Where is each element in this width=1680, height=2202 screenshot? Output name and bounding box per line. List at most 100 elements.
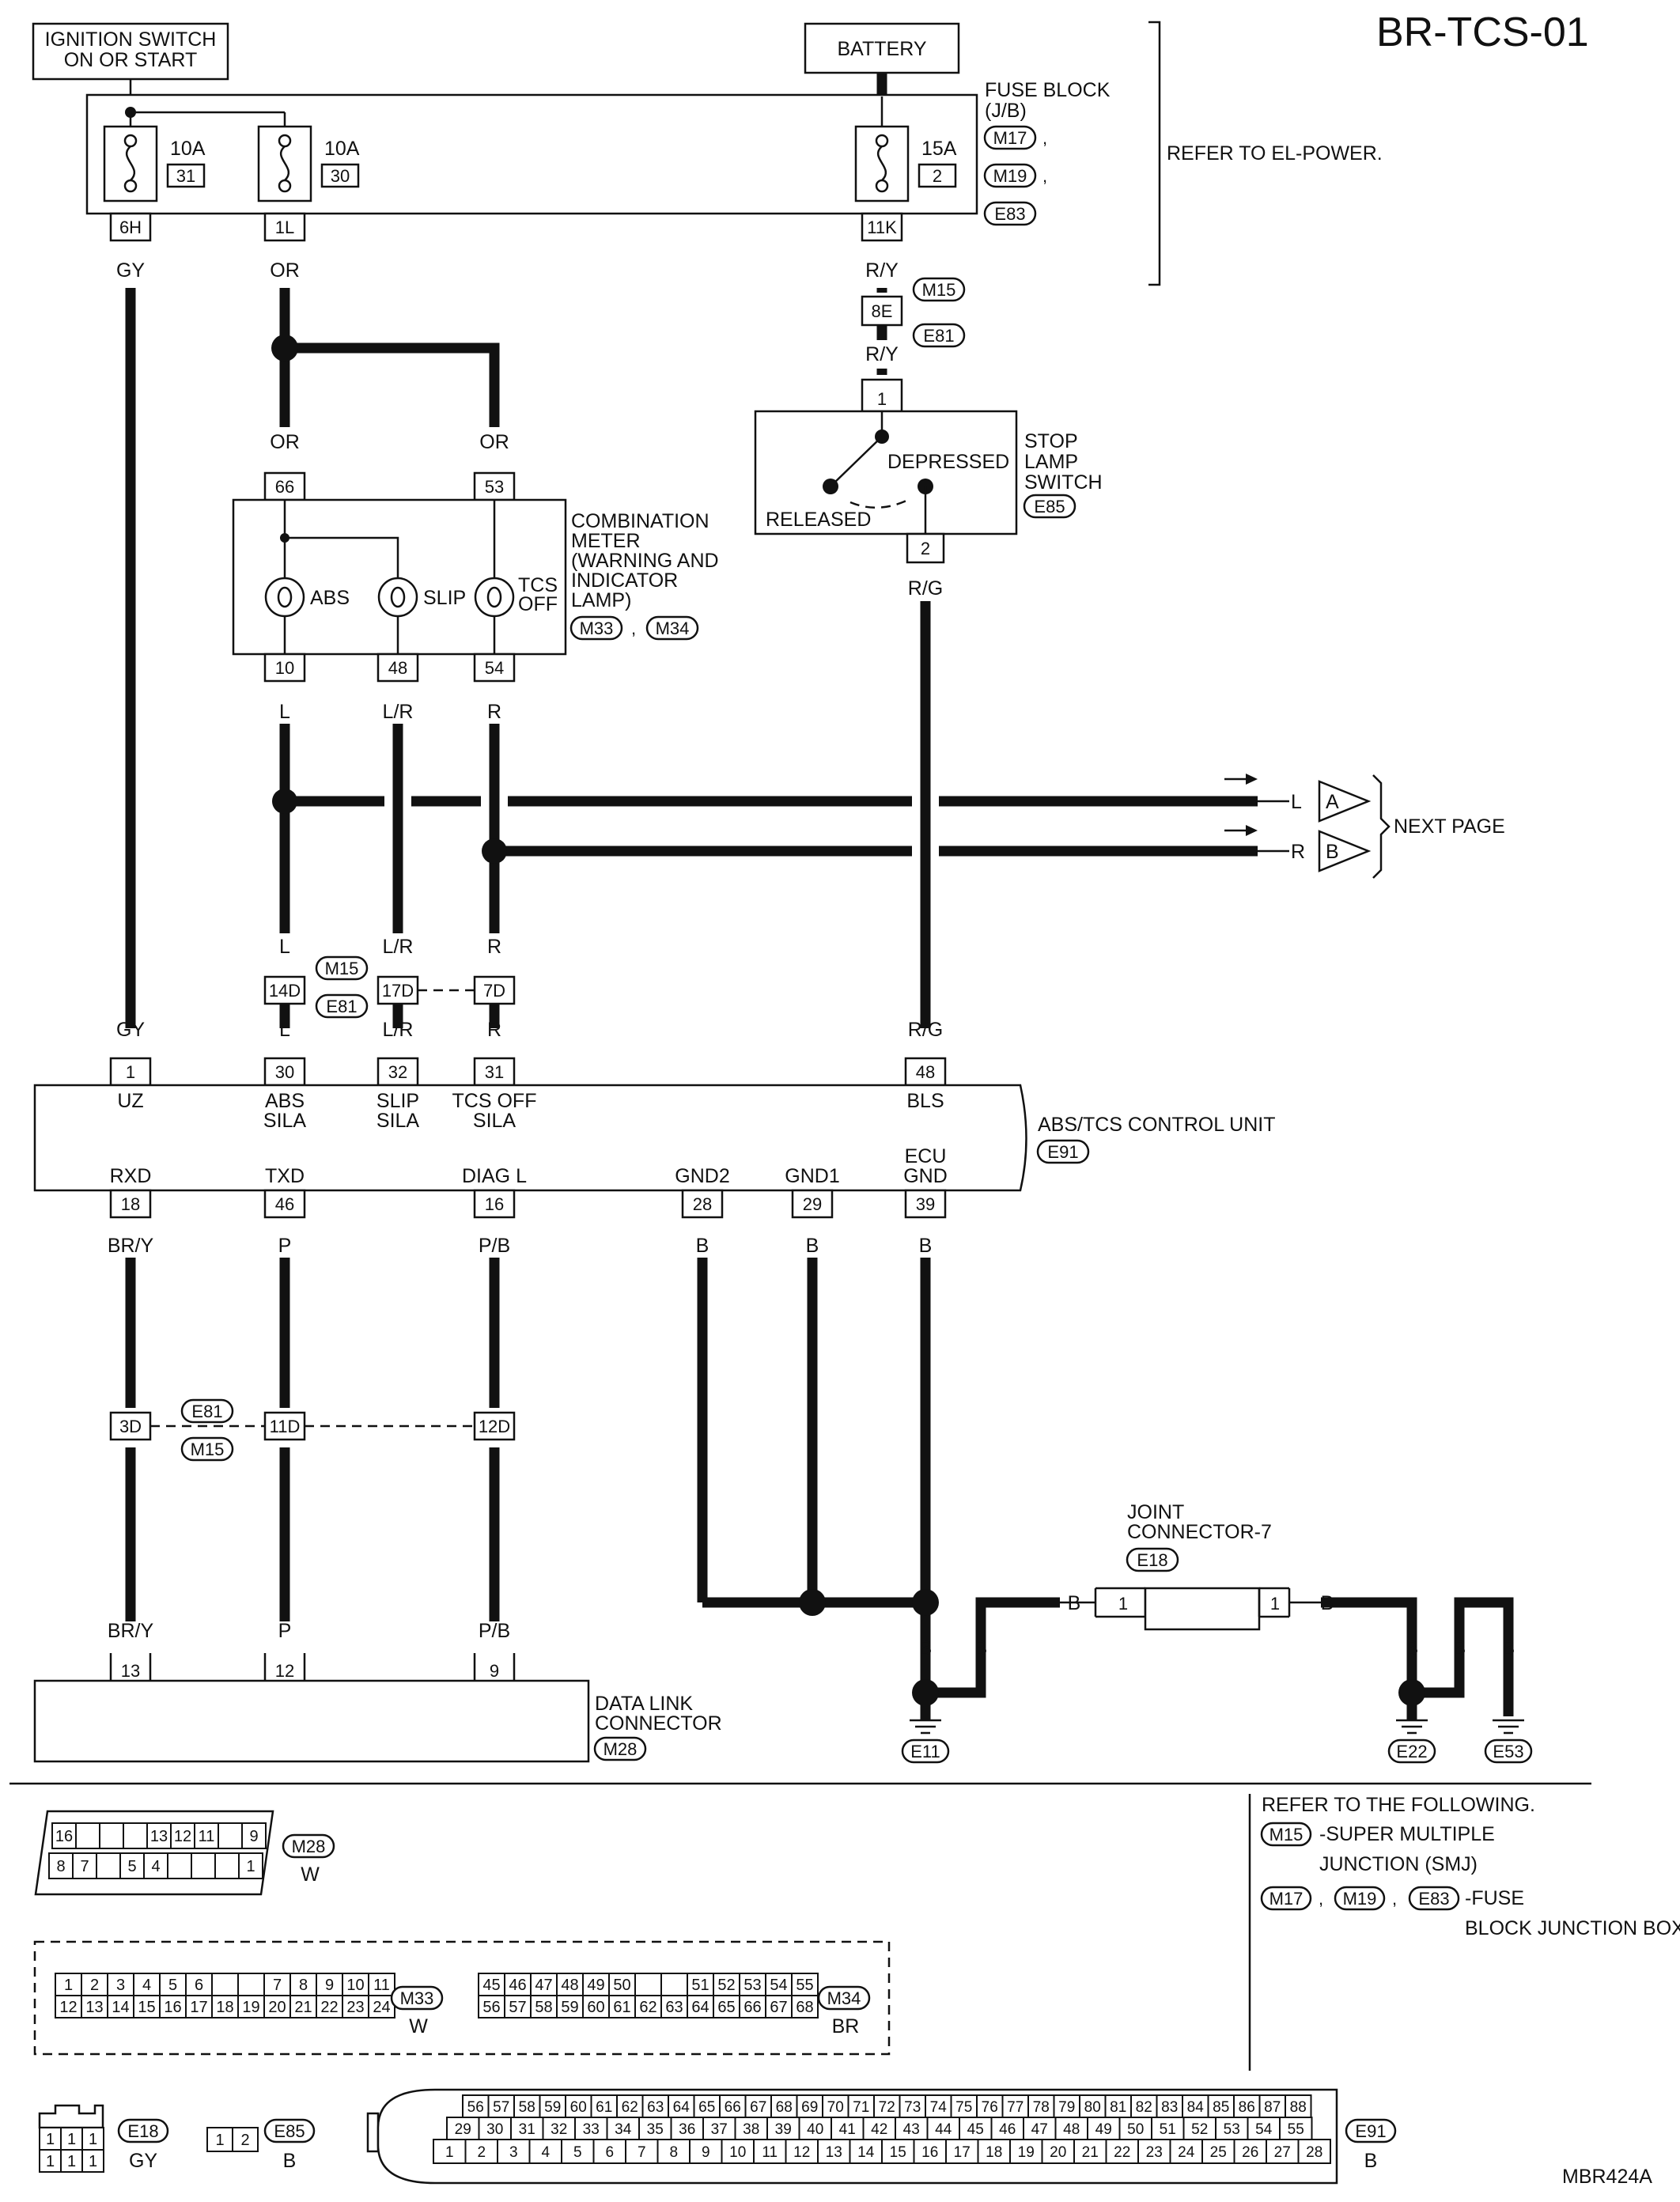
connector-cell — [592, 2139, 626, 2164]
refer-heading: REFER TO THE FOLLOWING. — [1262, 1794, 1535, 1816]
pin-number: 86 — [1239, 2099, 1255, 2116]
pin-number: 55 — [1288, 2121, 1304, 2138]
conn-ref: E81 — [923, 326, 954, 346]
pin-number: 3 — [116, 1977, 125, 1994]
connector-cell — [660, 1973, 688, 1996]
pin-number: 20 — [268, 1999, 286, 2016]
pin-number: 59 — [561, 1999, 578, 2016]
wire-color: GY — [116, 259, 145, 282]
conn-ref: E83 — [1418, 1889, 1449, 1909]
pin-number: 6 — [195, 1977, 203, 1994]
pin-number: 60 — [587, 1999, 604, 2016]
next-page-label: NEXT PAGE — [1394, 815, 1505, 838]
pin-number: 38 — [743, 2121, 759, 2138]
connector-cell — [990, 2117, 1024, 2140]
connector-cell — [241, 1822, 267, 1849]
pin-number: 78 — [1033, 2099, 1050, 2116]
pin-number: 13 — [150, 1828, 168, 1845]
connector-cell — [1201, 2139, 1235, 2164]
connector-cell — [1285, 2094, 1312, 2118]
svg-text:14D: 14D — [269, 981, 301, 1001]
svg-text:53: 53 — [485, 477, 504, 497]
connector-cell — [791, 1995, 819, 2018]
connector-cell — [232, 2127, 259, 2152]
pin-number: 1 — [64, 1977, 73, 1994]
svg-text:16: 16 — [485, 1194, 504, 1214]
pin-number: 77 — [1007, 2099, 1024, 2116]
pin-number: 7 — [638, 2144, 646, 2161]
pin-number: 48 — [561, 1977, 578, 1994]
pin-number: 62 — [622, 2099, 638, 2116]
wire-color: B — [919, 1637, 933, 1659]
pin-number: 9 — [702, 2144, 710, 2161]
pin-number: 16 — [55, 1828, 73, 1845]
released-label: RELEASED — [766, 509, 871, 531]
pin-number: 47 — [535, 1977, 552, 1994]
svg-text:11D: 11D — [270, 1417, 301, 1436]
pin-number: 1 — [67, 2153, 76, 2170]
pin-number: 54 — [1255, 2121, 1273, 2138]
fuse-number: 30 — [331, 166, 350, 186]
pin-number: 65 — [698, 2099, 715, 2116]
pin-number: 22 — [1114, 2144, 1130, 2161]
connector-cell — [1182, 2117, 1216, 2140]
connector-cell — [185, 1995, 213, 2018]
pin-number: 7 — [80, 1858, 89, 1875]
connector-cell — [107, 1995, 134, 2018]
pin-name: BLS — [906, 1090, 944, 1112]
svg-text:3D: 3D — [119, 1417, 142, 1436]
connector-cell — [368, 1973, 395, 1996]
pin-number: 1 — [246, 1858, 255, 1875]
svg-text:29: 29 — [803, 1194, 822, 1214]
pin-number: 51 — [691, 1977, 709, 1994]
tcs-off-lamp-icon — [474, 577, 515, 618]
pin-number: 21 — [294, 1999, 312, 2016]
connector-cell — [721, 2139, 755, 2164]
wire-color: B — [1453, 1637, 1466, 1659]
conn-ref: M33 — [580, 619, 614, 638]
connector-cell — [895, 2117, 929, 2140]
slip-lamp-icon — [377, 577, 418, 618]
pin-number: 55 — [796, 1977, 813, 1994]
pin-number: 53 — [1224, 2121, 1240, 2138]
conn-ref: M33 — [400, 1988, 434, 2008]
svg-text:54: 54 — [485, 658, 504, 678]
pin-number: 4 — [541, 2144, 550, 2161]
next-page-refs: L R A B NEXT PAGE — [1224, 774, 1505, 879]
pin-number: 46 — [509, 1977, 526, 1994]
diagram-code: BR-TCS-01 — [1376, 9, 1589, 55]
pin-number: 12 — [174, 1828, 191, 1845]
pin-number: 49 — [587, 1977, 604, 1994]
pin-number: 65 — [717, 1999, 735, 2016]
wire-color: L — [279, 701, 290, 723]
connector-cell — [1087, 2117, 1121, 2140]
wire-color: BR/Y — [108, 1620, 154, 1642]
conn-ref: E91 — [1355, 2121, 1386, 2141]
pin-number: 15 — [138, 1999, 155, 2016]
pin-number: 20 — [1050, 2144, 1066, 2161]
pin-number: 10 — [729, 2144, 746, 2161]
pin-number: 67 — [770, 1999, 787, 2016]
page-ref-tag: B — [1326, 841, 1339, 863]
svg-text:46: 46 — [275, 1194, 294, 1214]
pin-number: 13 — [826, 2144, 842, 2161]
connector-cell — [959, 2117, 993, 2140]
connector-cell — [660, 1995, 688, 2018]
pin-number: 57 — [509, 1999, 526, 2016]
svg-text:,: , — [1319, 1889, 1323, 1909]
fuse-amp: 10A — [170, 138, 206, 160]
connector-cell — [167, 1852, 192, 1879]
lamp-label: ABS — [310, 587, 350, 609]
pin-number: 85 — [1213, 2099, 1229, 2116]
pin-number: 37 — [711, 2121, 728, 2138]
wire-color: R — [487, 1019, 501, 1041]
svg-text:31: 31 — [485, 1062, 504, 1082]
